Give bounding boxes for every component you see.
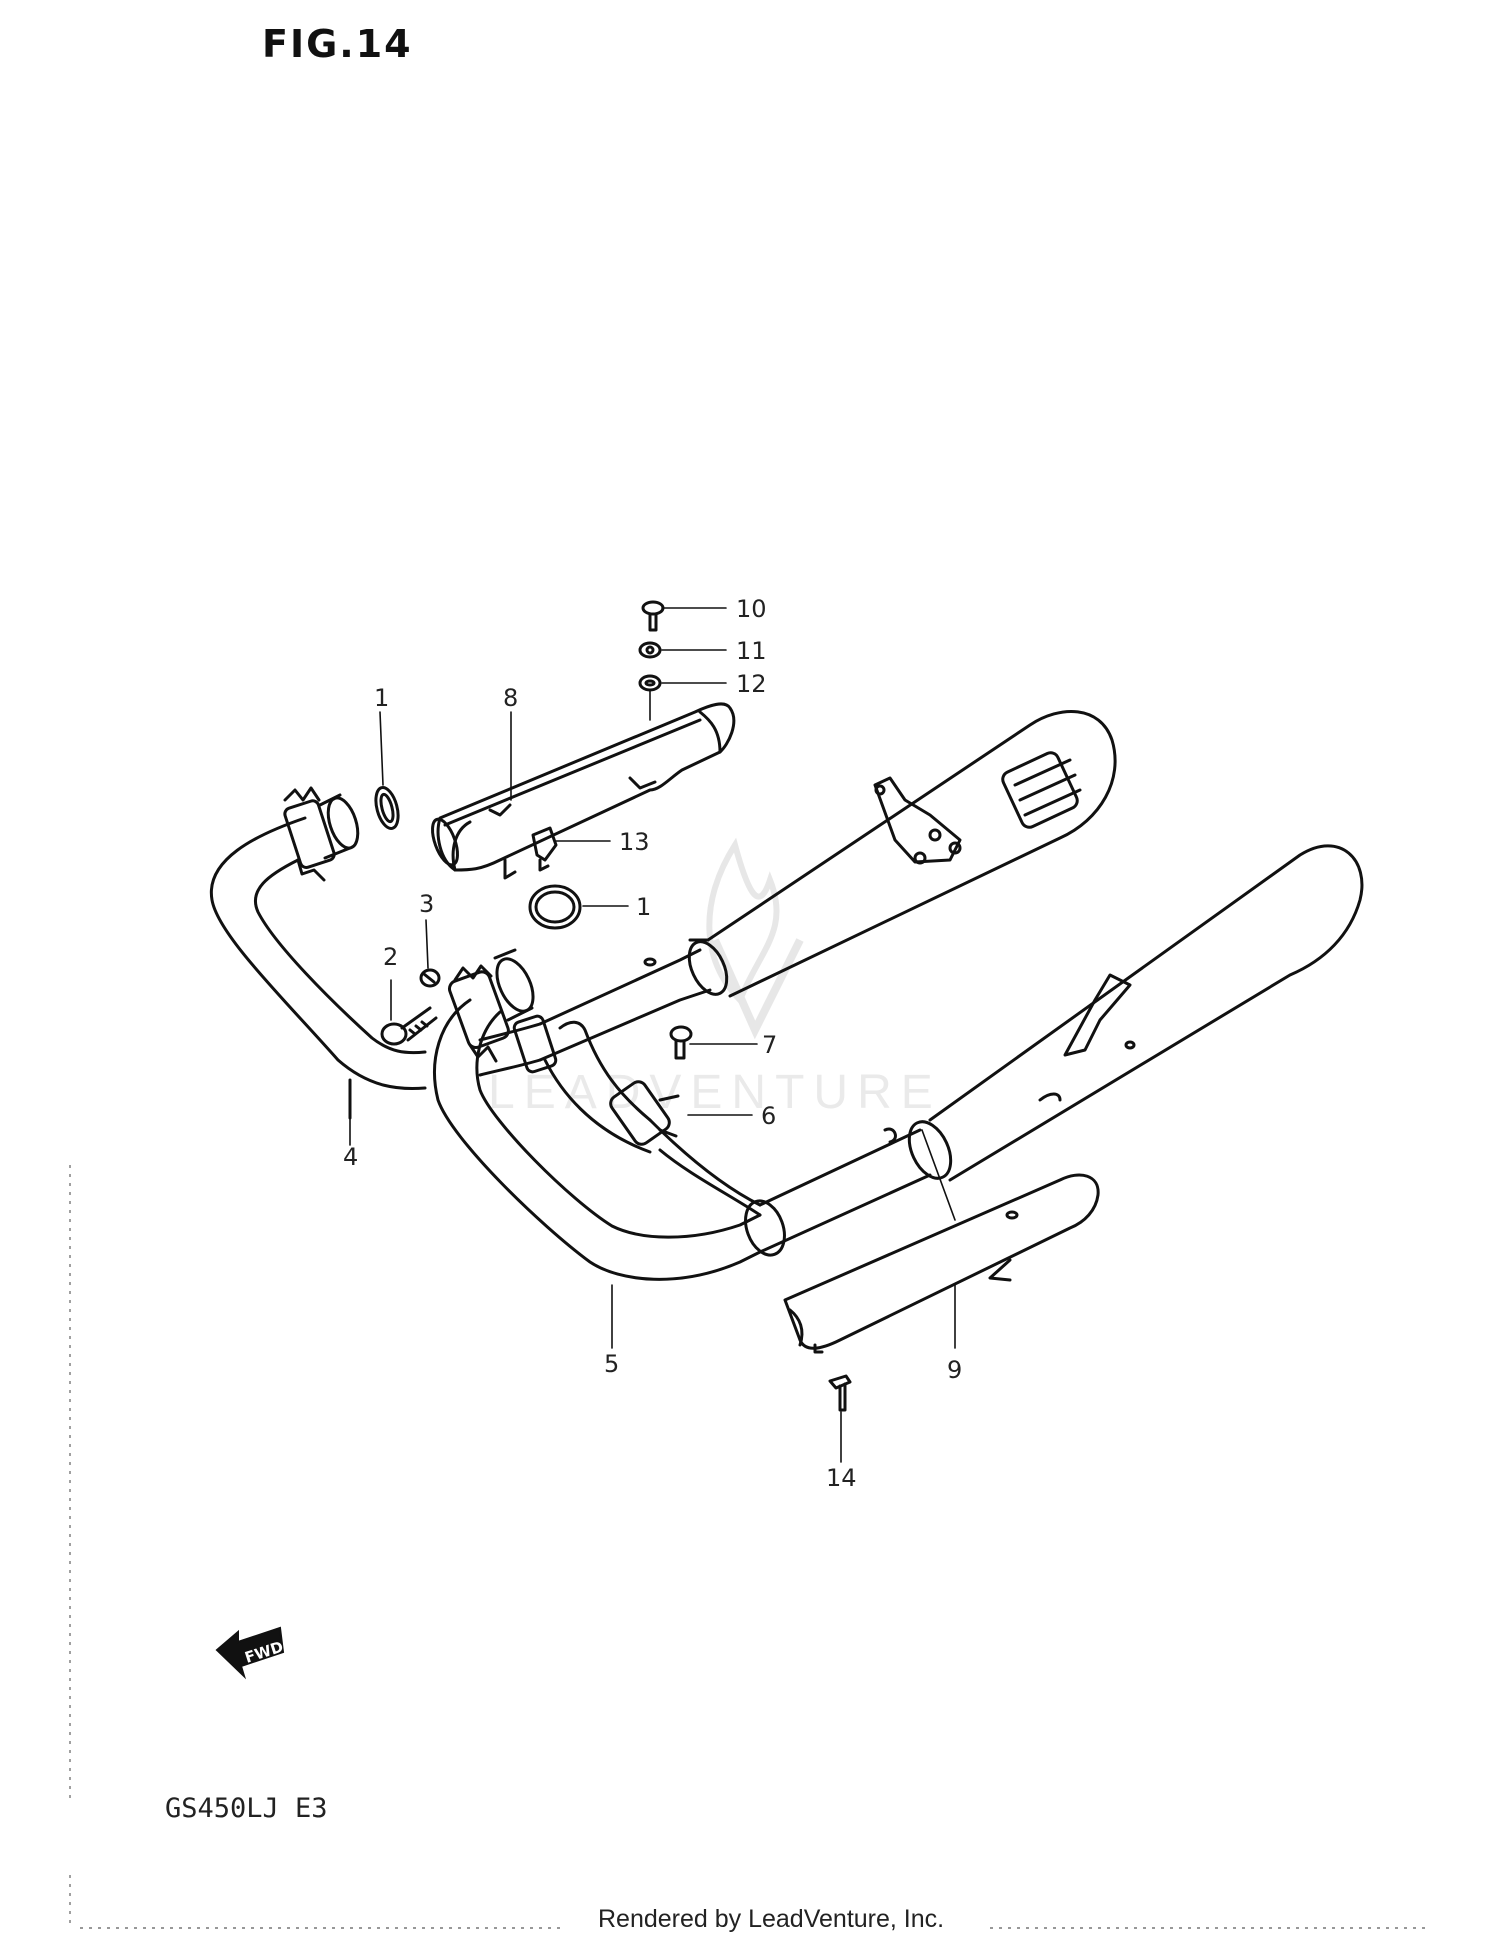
callout-10: 10 bbox=[736, 595, 767, 623]
washer-12 bbox=[640, 676, 660, 690]
watermark-text: LEADVENTURE bbox=[488, 1066, 942, 1119]
callout-11: 11 bbox=[736, 637, 767, 665]
callout-5: 5 bbox=[604, 1350, 619, 1378]
gasket-1b bbox=[530, 886, 580, 928]
callout-1a: 1 bbox=[374, 684, 389, 712]
bolt-7 bbox=[671, 1027, 691, 1058]
exhaust-pipe-2 bbox=[435, 950, 760, 1279]
callout-4: 4 bbox=[343, 1143, 358, 1171]
figure-label: FIG.14 bbox=[262, 22, 413, 66]
gasket-3 bbox=[421, 970, 439, 986]
callout-14: 14 bbox=[826, 1464, 857, 1492]
render-credit: Rendered by LeadVenture, Inc. bbox=[598, 1905, 945, 1933]
leader-lines bbox=[350, 608, 955, 1462]
callout-2: 2 bbox=[383, 943, 398, 971]
muffler-upper bbox=[540, 711, 1115, 1060]
callout-8: 8 bbox=[503, 684, 518, 712]
clamp-13 bbox=[533, 828, 556, 870]
crossover-pipe bbox=[480, 1015, 760, 1215]
fwd-arrow-icon: FWD bbox=[217, 1628, 285, 1676]
heat-cover-upper bbox=[427, 704, 733, 878]
bolt-2 bbox=[382, 1008, 436, 1044]
callout-numbers: 1 2 3 4 5 6 7 8 9 10 11 12 13 1 14 bbox=[343, 595, 962, 1492]
callout-1b: 1 bbox=[636, 893, 651, 921]
callout-3: 3 bbox=[419, 890, 434, 918]
callout-9: 9 bbox=[947, 1356, 962, 1384]
heat-cover-lower bbox=[785, 1175, 1098, 1352]
screw-10 bbox=[643, 602, 663, 630]
muffler-lower bbox=[739, 846, 1362, 1261]
screw-14 bbox=[830, 1376, 850, 1410]
callout-7: 7 bbox=[762, 1031, 777, 1059]
model-code: GS450LJ E3 bbox=[165, 1793, 328, 1824]
callout-6: 6 bbox=[761, 1102, 776, 1130]
scan-edge-marks bbox=[70, 1165, 1430, 1928]
washer-11 bbox=[640, 643, 660, 657]
gasket-1a bbox=[372, 785, 402, 831]
callout-13: 13 bbox=[619, 828, 650, 856]
callout-12: 12 bbox=[736, 670, 767, 698]
watermark: LEADVENTURE bbox=[488, 845, 942, 1119]
